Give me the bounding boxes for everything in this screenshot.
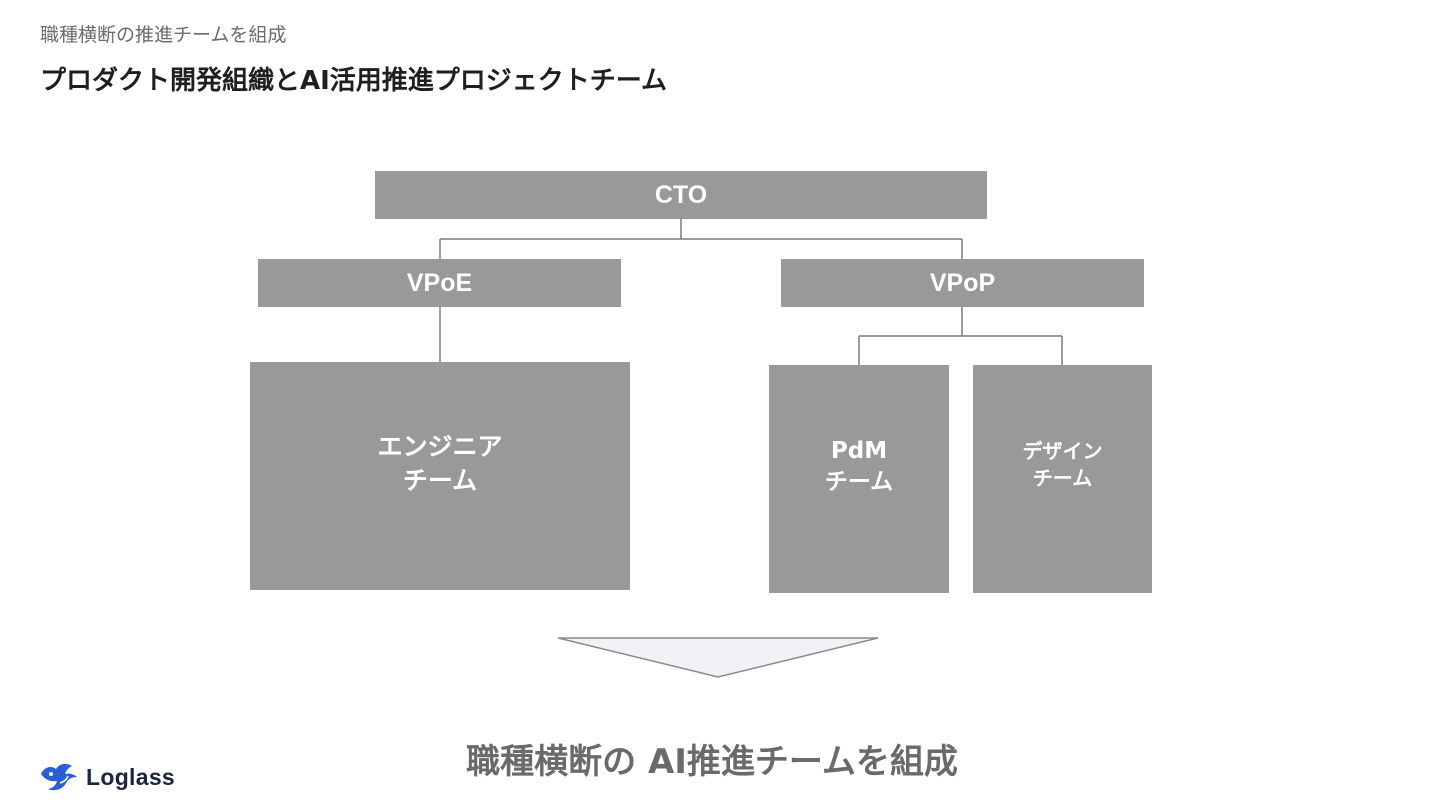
pdm-team-label-line2: チーム — [824, 469, 894, 495]
pdm-team-box: PdM チーム — [769, 365, 949, 593]
loglass-logo: Loglass — [38, 760, 175, 794]
vpop-label: VPoP — [929, 268, 996, 297]
design-team-label-line1: デザイン — [1022, 439, 1103, 463]
page-subtitle: 職種横断の推進チームを組成 — [40, 24, 287, 46]
design-team-label-line2: チーム — [1032, 466, 1093, 490]
page-title: プロダクト開発組織とAI活用推進プロジェクトチーム — [40, 66, 668, 96]
engineering-team-label-line2: チーム — [402, 466, 478, 495]
vpoe-label: VPoE — [406, 268, 473, 297]
engineering-team-label-line1: エンジニア — [377, 432, 503, 462]
vpop-box: VPoP — [781, 259, 1144, 307]
cto-box: CTO — [375, 171, 987, 219]
cto-label: CTO — [654, 180, 708, 209]
vpoe-box: VPoE — [258, 259, 621, 307]
pdm-team-label-line1: PdM — [830, 437, 888, 464]
conclusion-text: 職種横断の AI推進チームを組成 — [466, 742, 958, 782]
logo-text: Loglass — [86, 763, 176, 790]
design-team-box: デザイン チーム — [973, 365, 1152, 593]
down-arrow-shape — [557, 637, 879, 678]
bird-logo-icon — [41, 763, 77, 791]
engineering-team-box: エンジニア チーム — [250, 362, 630, 590]
